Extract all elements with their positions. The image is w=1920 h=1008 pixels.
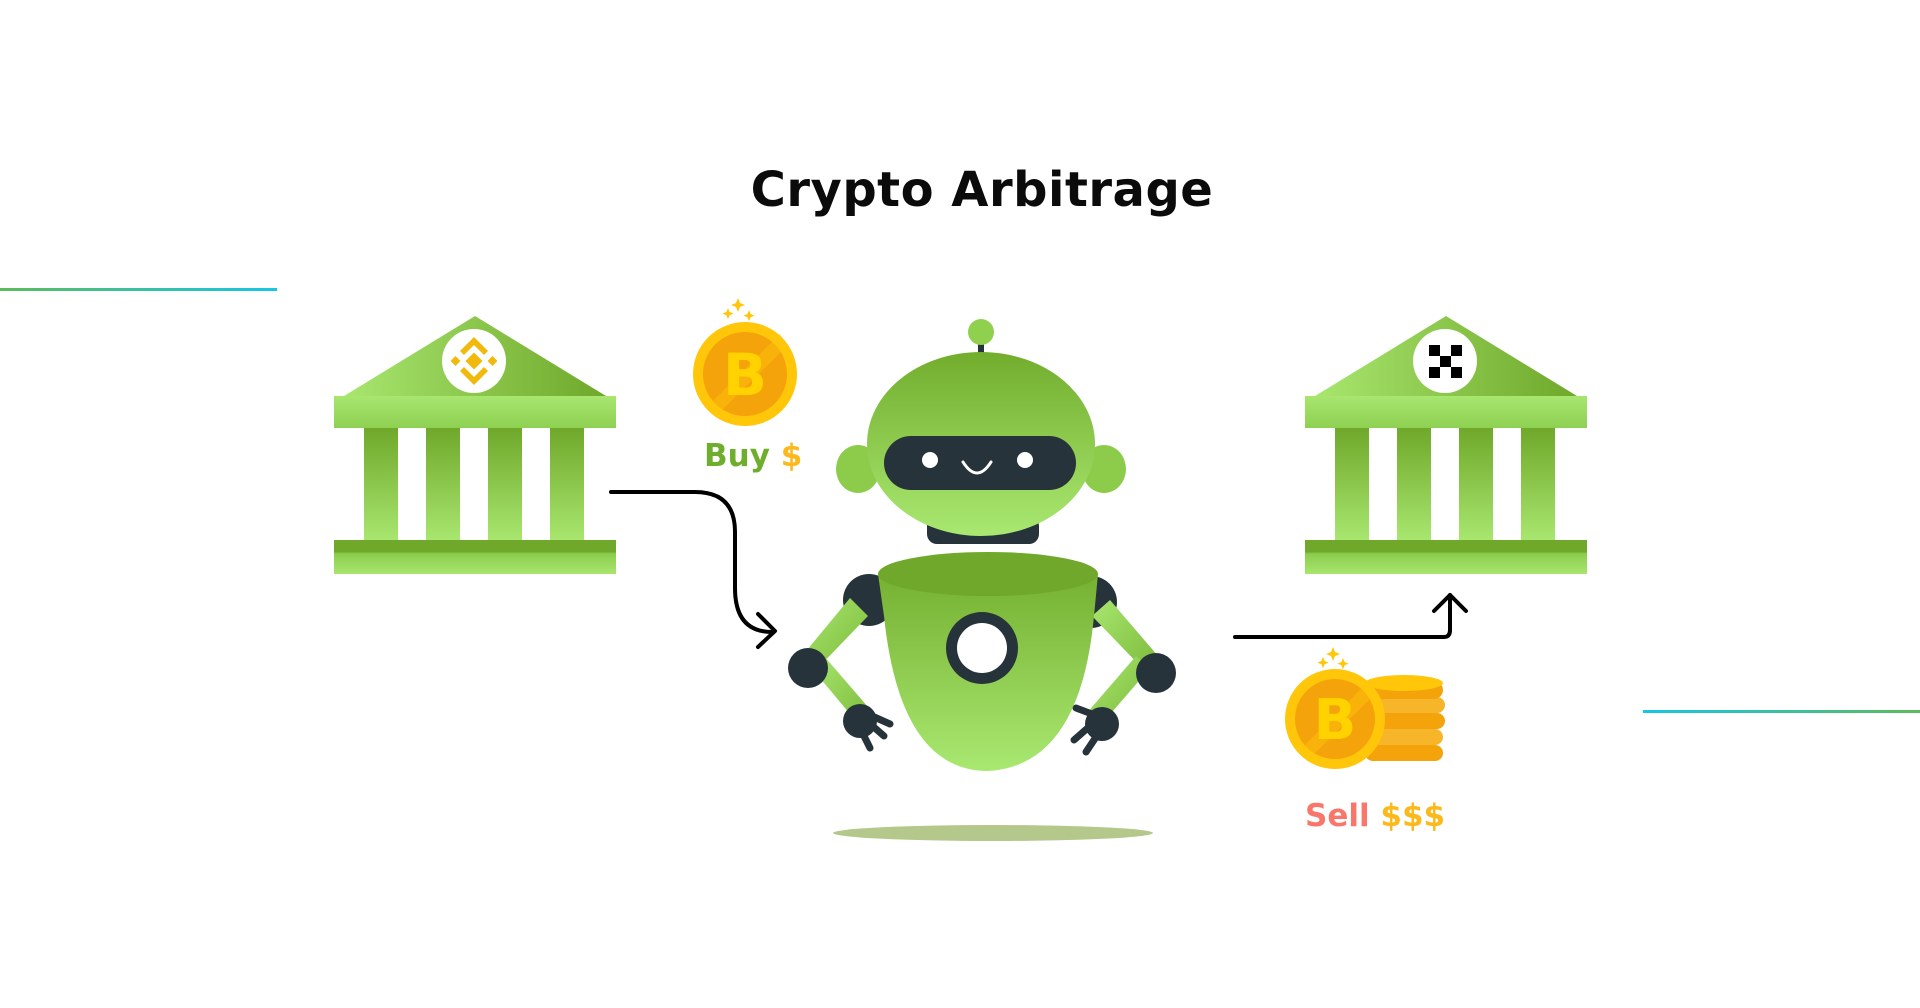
trading-robot [788,319,1176,841]
sparkle-icon [1317,647,1349,670]
decorative-line-left [0,288,277,291]
arrow-buy-to-robot [609,490,777,649]
bitcoin-coin-buy: B [693,298,797,426]
exchange-building-right [1305,316,1587,574]
buy-label: Buy $ [704,438,802,474]
buy-word: Buy [704,438,770,474]
svg-text:B: B [723,341,767,409]
page-title: Crypto Arbitrage [750,162,1214,218]
sell-dollars: $$$ [1380,798,1446,834]
binance-logo [442,329,506,393]
sell-word: Sell [1305,798,1370,834]
bitcoin-coin-stack-sell: B [1285,647,1445,769]
sparkle-icon [722,298,755,322]
decorative-line-right [1643,710,1920,713]
buy-dollar: $ [780,438,803,474]
robot-shadow [833,825,1153,841]
svg-text:B: B [1314,688,1357,753]
exchange-building-left [334,316,616,574]
sell-label: Sell $$$ [1305,798,1445,834]
okx-logo [1413,329,1477,393]
arrow-robot-to-sell [1233,593,1468,639]
